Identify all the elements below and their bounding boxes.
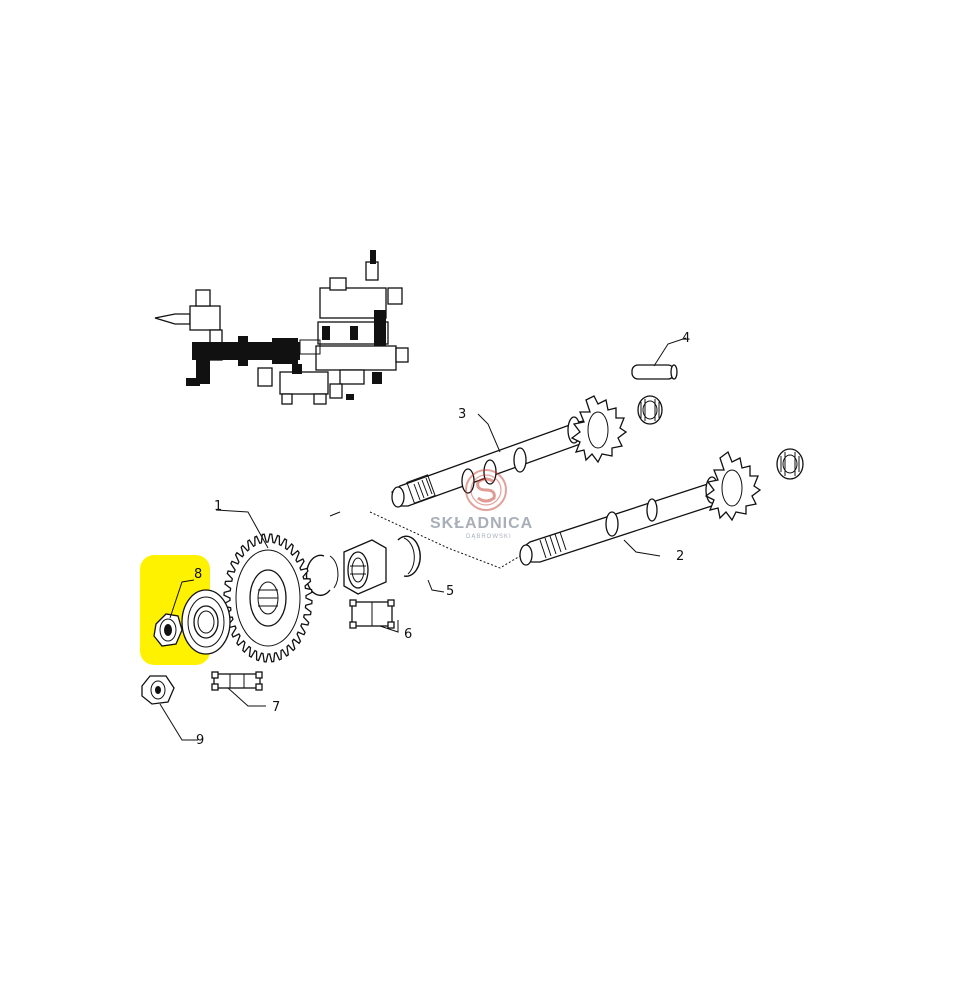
- pin-bearing-part-4: [631, 364, 678, 425]
- callout-1: 1: [214, 499, 222, 514]
- callout-2: 2: [676, 549, 684, 564]
- guide-lines: [329, 511, 521, 569]
- callout-4: 4: [682, 331, 690, 346]
- needle-bearing-right: [776, 448, 804, 480]
- watermark-sub: DĄBROWSKI: [466, 534, 512, 540]
- shaft-part-3: [391, 395, 628, 508]
- callout-3: 3: [458, 407, 466, 422]
- callout-7: 7: [272, 700, 280, 715]
- watermark-brand: SKŁADNICA: [430, 515, 533, 532]
- callout-6: 6: [404, 627, 412, 642]
- pin-set-part-6: [349, 599, 395, 629]
- callout-5: 5: [446, 584, 454, 599]
- gear-part-1: [223, 533, 313, 663]
- watermark: SKŁADNICA DĄBROWSKI: [430, 469, 533, 540]
- leader-lines: [159, 337, 687, 741]
- shaft-part-2: [519, 450, 762, 566]
- callout-9: 9: [196, 733, 204, 748]
- nut-part-8: [153, 613, 183, 647]
- ball-bearing: [181, 589, 231, 655]
- s-ring-logo-icon: [465, 469, 507, 511]
- callout-8: 8: [194, 567, 202, 582]
- sleeve-bearing: [343, 539, 387, 595]
- gearbox-overview-inset: [154, 250, 409, 405]
- spacer-part-7: [211, 671, 263, 691]
- hex-nut-part-9: [141, 675, 175, 705]
- callout-labels: 1 2 3 4 5 6 7 8 9: [194, 331, 690, 748]
